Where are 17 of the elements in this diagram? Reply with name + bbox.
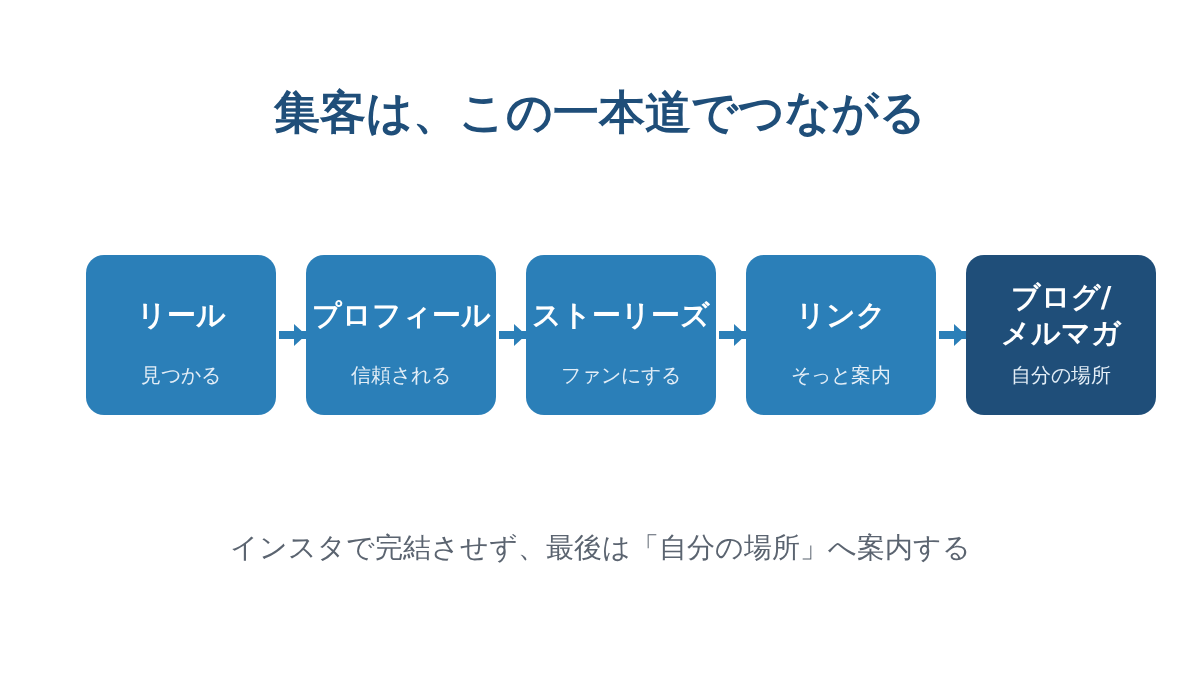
box-heading: ストーリーズ [532,297,710,333]
box-subtitle: そっと案内 [791,363,891,387]
box-heading: リンク [796,297,886,333]
process-box [746,255,936,415]
box-subtitle: 信頼される [351,363,451,387]
box-subtitle: 見つかる [141,363,221,387]
box-subtitle: ファンにする [561,363,681,387]
caption-text: インスタで完結させず、最後は「自分の場所」へ案内する [228,530,972,566]
box-heading: リール [136,297,226,333]
box-heading: ブログ/メルマガ [1000,279,1123,351]
process-box [966,255,1156,415]
process-box [306,255,496,415]
process-box [86,255,276,415]
process-box [526,255,716,415]
diagram-title: 集客は、この一本道でつながる [273,84,927,141]
box-heading: プロフィール [311,297,491,333]
box-subtitle: 自分の場所 [1011,363,1111,387]
